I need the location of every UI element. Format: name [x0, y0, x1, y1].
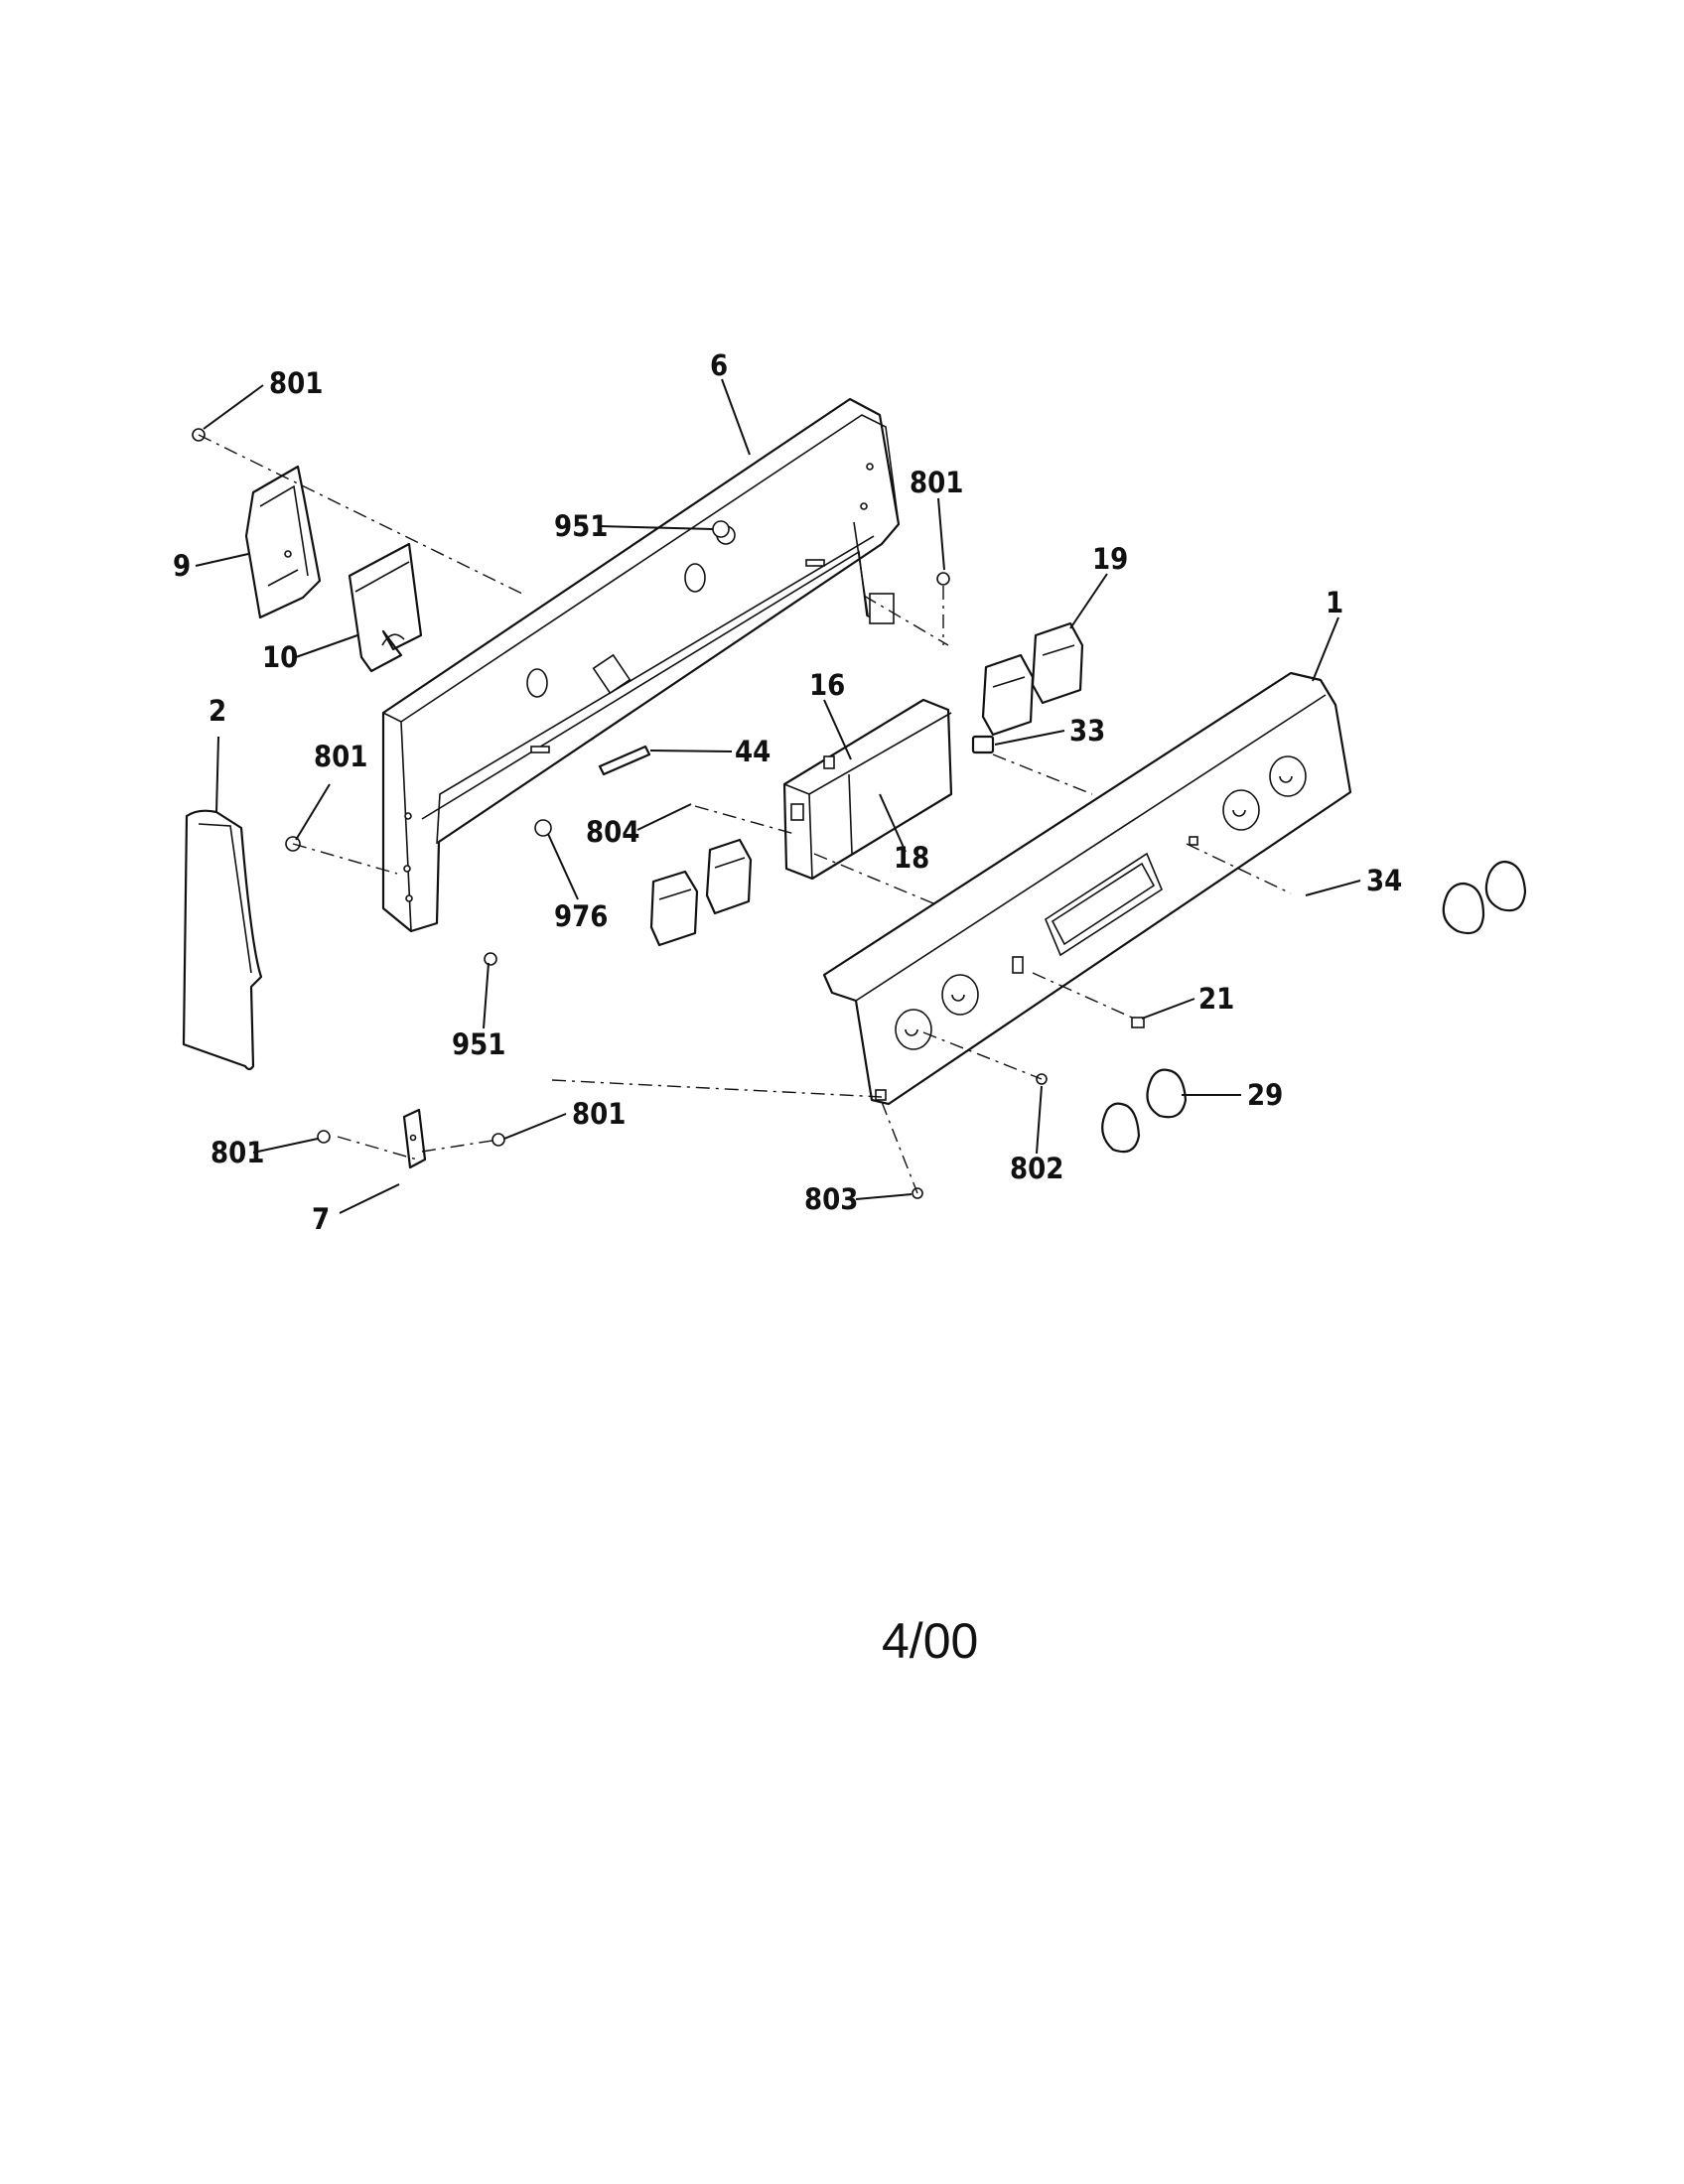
- part-side-trim-2: [182, 809, 263, 1071]
- callout-801-top-right: 801: [910, 466, 963, 499]
- callout-2: 2: [209, 694, 226, 728]
- callout-29: 29: [1247, 1078, 1283, 1112]
- footer-date: 4/00: [882, 1613, 978, 1669]
- callout-1: 1: [1326, 586, 1343, 619]
- part-control-panel: [822, 671, 1352, 1106]
- leader-lines: [195, 378, 1361, 1214]
- assembly-lines: [198, 434, 1292, 1194]
- callout-804: 804: [586, 815, 639, 849]
- part-plate-10: [348, 542, 423, 673]
- part-switches-19: [981, 621, 1084, 737]
- callout-801-bottom-left: 801: [210, 1136, 264, 1169]
- callout-976: 976: [554, 899, 608, 933]
- callout-801-bottom-middle: 801: [572, 1097, 626, 1131]
- callout-21: 21: [1198, 982, 1234, 1016]
- part-timer-module-16: [782, 698, 953, 881]
- callout-33: 33: [1069, 714, 1105, 748]
- part-clip-44: [598, 745, 651, 776]
- part-bracket-7: [402, 1108, 427, 1169]
- callout-10: 10: [262, 640, 298, 674]
- callout-801-left: 801: [314, 740, 367, 773]
- callout-19: 19: [1092, 542, 1128, 576]
- callout-9: 9: [173, 549, 191, 583]
- part-switch-33: [971, 735, 995, 754]
- callout-6: 6: [710, 348, 728, 382]
- callout-802: 802: [1010, 1152, 1063, 1185]
- callout-951-lower: 951: [452, 1027, 505, 1061]
- part-knobs: [1101, 860, 1527, 1154]
- callout-16: 16: [809, 668, 845, 702]
- part-bracket-9: [244, 465, 322, 619]
- callout-18: 18: [894, 841, 929, 875]
- callout-801-top-left: 801: [269, 366, 323, 400]
- callout-44: 44: [735, 735, 771, 768]
- callout-803: 803: [804, 1182, 858, 1216]
- part-switches-lower: [649, 838, 753, 947]
- callout-34: 34: [1366, 864, 1402, 897]
- callout-7: 7: [312, 1202, 330, 1236]
- callouts: 801 6 801 951 9 19 1 10 16 33 2 801 44 8…: [173, 348, 1402, 1236]
- part-frame: [381, 397, 901, 933]
- callout-951-upper: 951: [554, 509, 608, 543]
